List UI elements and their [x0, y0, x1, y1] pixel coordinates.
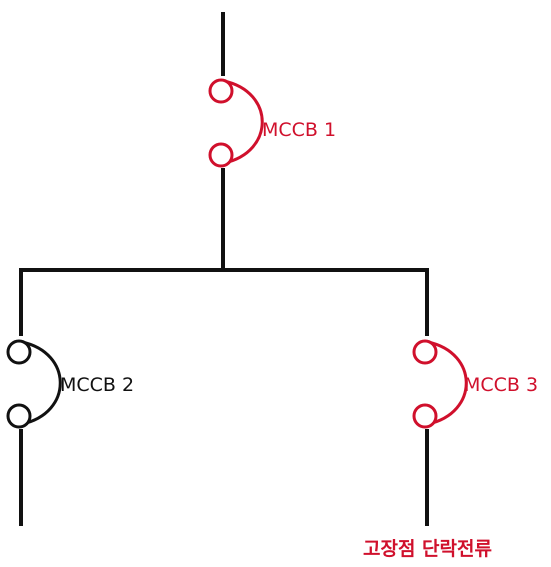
- mccb-3-contact-bottom: [412, 403, 438, 429]
- mccb-3-label: MCCB 3: [464, 374, 538, 396]
- mccb-3-breaker: MCCB 3: [412, 339, 538, 429]
- mccb-2-label: MCCB 2: [60, 374, 134, 396]
- mccb-1-breaker: MCCB 1: [208, 78, 336, 168]
- mccb-2-arc: [21, 340, 62, 426]
- mccb-1-contact-bottom: [208, 142, 234, 168]
- fault-current-label: 고장점 단락전류: [363, 538, 492, 560]
- mccb-1-arc: [223, 79, 264, 165]
- mccb-2-contact-top: [6, 339, 32, 365]
- mccb-3-contact-top: [412, 339, 438, 365]
- mccb-2-contact-bottom: [6, 403, 32, 429]
- mccb-3-arc: [427, 340, 468, 426]
- mccb-1-contact-top: [208, 78, 234, 104]
- mccb-1-label: MCCB 1: [262, 119, 336, 141]
- mccb-2-breaker: MCCB 2: [6, 339, 134, 429]
